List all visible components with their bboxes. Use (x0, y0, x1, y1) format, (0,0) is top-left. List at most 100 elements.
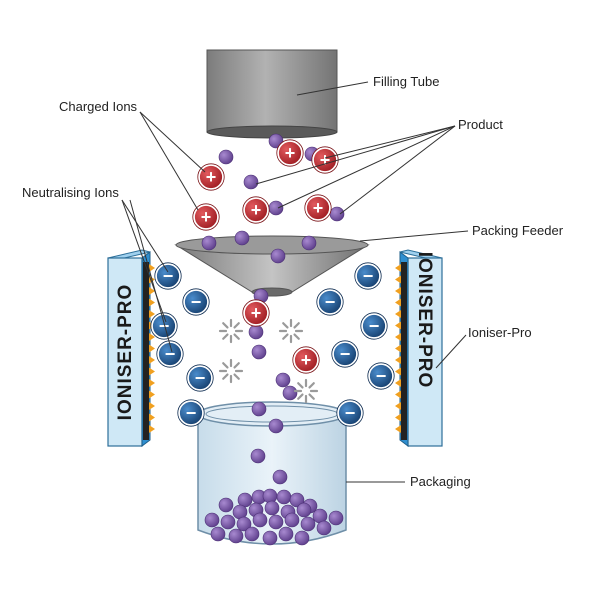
label-packaging: Packaging (410, 474, 471, 489)
product-particle (262, 530, 278, 546)
positive-ion: + (292, 346, 320, 374)
plus-symbol: + (320, 150, 331, 170)
negative-ion: − (367, 362, 395, 390)
minus-symbol: − (195, 368, 206, 388)
minus-symbol: − (165, 344, 176, 364)
positive-ion: + (311, 146, 339, 174)
emitter-tip (395, 379, 401, 387)
emitter-tip (149, 367, 155, 376)
product-particle (278, 526, 294, 542)
negative-ion: − (186, 364, 214, 392)
negative-ion: − (316, 288, 344, 316)
emitter-tip (149, 413, 155, 422)
label-neutralising-ions: Neutralising Ions (22, 185, 119, 200)
product-particle (275, 372, 291, 388)
positive-ion: + (242, 299, 270, 327)
negative-ion: − (354, 262, 382, 290)
product-particle (243, 174, 259, 190)
filling-tube (206, 49, 338, 139)
plus-symbol: + (285, 143, 296, 163)
emitter-tip (149, 264, 155, 272)
product-particle (268, 200, 284, 216)
positive-ion: + (304, 194, 332, 222)
emitter-tip (149, 379, 155, 387)
negative-ion: − (156, 340, 184, 368)
neutralised-spark (278, 318, 304, 344)
product-particles (201, 133, 345, 546)
positive-ion: + (242, 196, 270, 224)
product-particle (328, 510, 344, 526)
positive-ion: + (197, 163, 225, 191)
negative-ions: −−−−−−−−−−−− (150, 262, 395, 427)
emitter-tip (395, 321, 401, 330)
minus-symbol: − (325, 292, 336, 312)
label-charged-ions: Charged Ions (59, 99, 138, 114)
emitter-tip (149, 402, 155, 410)
product-particle (270, 248, 286, 264)
negative-ion: − (150, 312, 178, 340)
product-particle (250, 448, 266, 464)
neutralised-spark (293, 378, 319, 404)
minus-symbol: − (345, 403, 356, 423)
emitter-tip (395, 310, 401, 318)
product-particle (248, 324, 264, 340)
plus-symbol: + (313, 198, 324, 218)
product-particle (264, 500, 280, 516)
plus-symbol: + (251, 303, 262, 323)
product-particle (234, 230, 250, 246)
minus-symbol: − (369, 316, 380, 336)
product-particle (251, 344, 267, 360)
negative-ion: − (182, 288, 210, 316)
emitter-tip (149, 356, 155, 364)
emitter-tip (395, 275, 401, 284)
neutralised-sparks (218, 318, 319, 404)
leader-lines (121, 81, 469, 483)
product-particle (268, 418, 284, 434)
product-particle (201, 235, 217, 251)
minus-symbol: − (191, 292, 202, 312)
product-particle (218, 497, 234, 513)
ioniser-bar-left: IONISER-PRO (107, 249, 155, 447)
emitter-tip (395, 425, 401, 433)
product-particle (316, 520, 332, 536)
negative-ion: − (360, 312, 388, 340)
emitter-tip (395, 367, 401, 376)
emitter-tip (395, 298, 401, 307)
product-particle (296, 502, 312, 518)
neutralised-spark (218, 358, 244, 384)
product-particle (268, 514, 284, 530)
emitter-tip (395, 264, 401, 272)
negative-ion: − (177, 399, 205, 427)
plus-symbol: + (206, 167, 217, 187)
minus-symbol: − (159, 316, 170, 336)
emitter-tip (395, 402, 401, 410)
emitter-tip (149, 333, 155, 341)
plus-symbol: + (201, 207, 212, 227)
emitter-tip (149, 310, 155, 318)
ioniser-bar-right: IONISER-PRO (395, 249, 443, 447)
emitter-tip (395, 413, 401, 422)
emitter-tip (149, 425, 155, 433)
product-particle (301, 235, 317, 251)
product-particle (284, 512, 300, 528)
label-packing-feeder: Packing Feeder (472, 223, 564, 238)
positive-ion: + (276, 139, 304, 167)
product-particle (220, 514, 236, 530)
emitter-tip (149, 287, 155, 295)
label-filling-tube: Filling Tube (373, 74, 439, 89)
product-particle (300, 516, 316, 532)
neutralised-spark (218, 318, 244, 344)
product-particle (251, 401, 267, 417)
product-particle (228, 528, 244, 544)
label-product: Product (458, 117, 503, 132)
emitter-tip (395, 344, 401, 353)
product-particle (204, 512, 220, 528)
product-particle (289, 492, 305, 508)
emitter-tip (395, 356, 401, 364)
ioniser-brand-left: IONISER-PRO (115, 284, 136, 421)
emitter-tip (149, 344, 155, 353)
negative-ion: − (154, 262, 182, 290)
emitter-tip (395, 287, 401, 295)
